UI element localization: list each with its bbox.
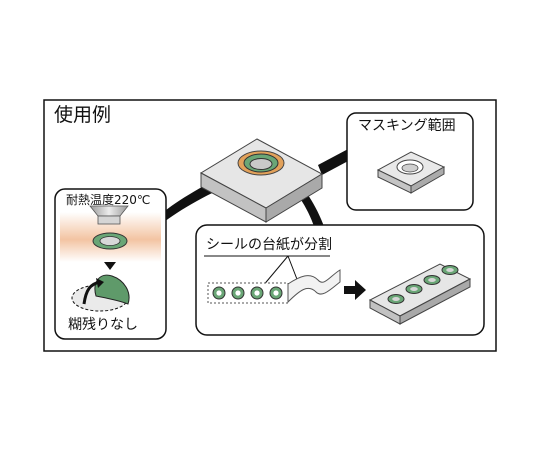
down-arrow-icon: [104, 262, 116, 270]
center-plate: [199, 138, 324, 223]
split-panel: [195, 224, 485, 336]
diagram-title: 使用例: [54, 104, 112, 126]
sheet-seals: [212, 286, 283, 300]
plate-seals: [387, 265, 459, 304]
heat-resistance-label: 耐熱温度220℃: [66, 193, 151, 207]
no-residue-label: 糊残りなし: [68, 317, 138, 333]
split-backing-label: シールの台紙が分割: [206, 237, 332, 253]
masking-label: マスキング範囲: [358, 118, 456, 134]
masking-panel: [346, 112, 474, 211]
heat-panel: [54, 188, 167, 340]
peeled-backing: [287, 269, 341, 304]
right-arrow-icon: [344, 280, 366, 300]
